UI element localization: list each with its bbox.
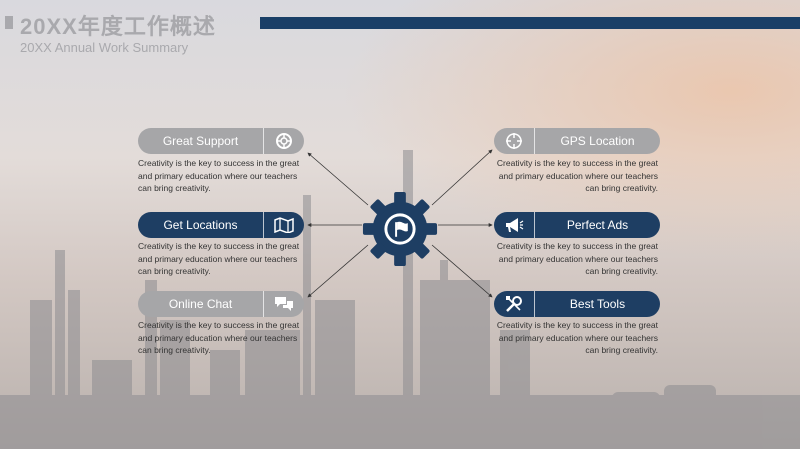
great-support-label: Great Support	[162, 134, 239, 148]
gps-location-button[interactable]: GPS Location	[494, 128, 660, 154]
online-chat-description: Creativity is the key to success in the …	[138, 320, 300, 355]
get-locations-description: Creativity is the key to success in the …	[138, 241, 300, 276]
perfect-ads-button[interactable]: Perfect Ads	[494, 212, 660, 238]
gps-location-description: Creativity is the key to success in the …	[496, 158, 658, 193]
gps-location-label: GPS Location	[560, 134, 635, 148]
crosshair-icon	[494, 128, 535, 154]
chat-bubbles-icon	[263, 291, 304, 317]
arrow-gps-location	[431, 149, 493, 206]
gear-flag-icon	[362, 191, 438, 267]
page-subtitle: 20XX Annual Work Summary	[20, 40, 189, 55]
title-accent-bar	[5, 16, 13, 29]
get-locations-label: Get Locations	[163, 218, 238, 232]
megaphone-icon	[494, 212, 535, 238]
page-title: 20XX年度工作概述	[20, 14, 216, 39]
get-locations-button[interactable]: Get Locations	[138, 212, 304, 238]
best-tools-description: Creativity is the key to success in the …	[496, 320, 658, 355]
online-chat-label: Online Chat	[168, 297, 233, 311]
online-chat-button[interactable]: Online Chat	[138, 291, 304, 317]
arrow-great-support	[307, 152, 369, 206]
header-divider-bar	[260, 17, 800, 29]
great-support-button[interactable]: Great Support	[138, 128, 304, 154]
great-support-description: Creativity is the key to success in the …	[138, 158, 300, 193]
perfect-ads-label: Perfect Ads	[566, 218, 629, 232]
perfect-ads-description: Creativity is the key to success in the …	[496, 241, 658, 276]
lifebuoy-icon	[263, 128, 304, 154]
best-tools-button[interactable]: Best Tools	[494, 291, 660, 317]
arrow-best-tools	[431, 244, 493, 298]
arrow-online-chat	[307, 244, 369, 298]
best-tools-label: Best Tools	[569, 297, 626, 311]
map-icon	[263, 212, 304, 238]
tools-icon	[494, 291, 535, 317]
